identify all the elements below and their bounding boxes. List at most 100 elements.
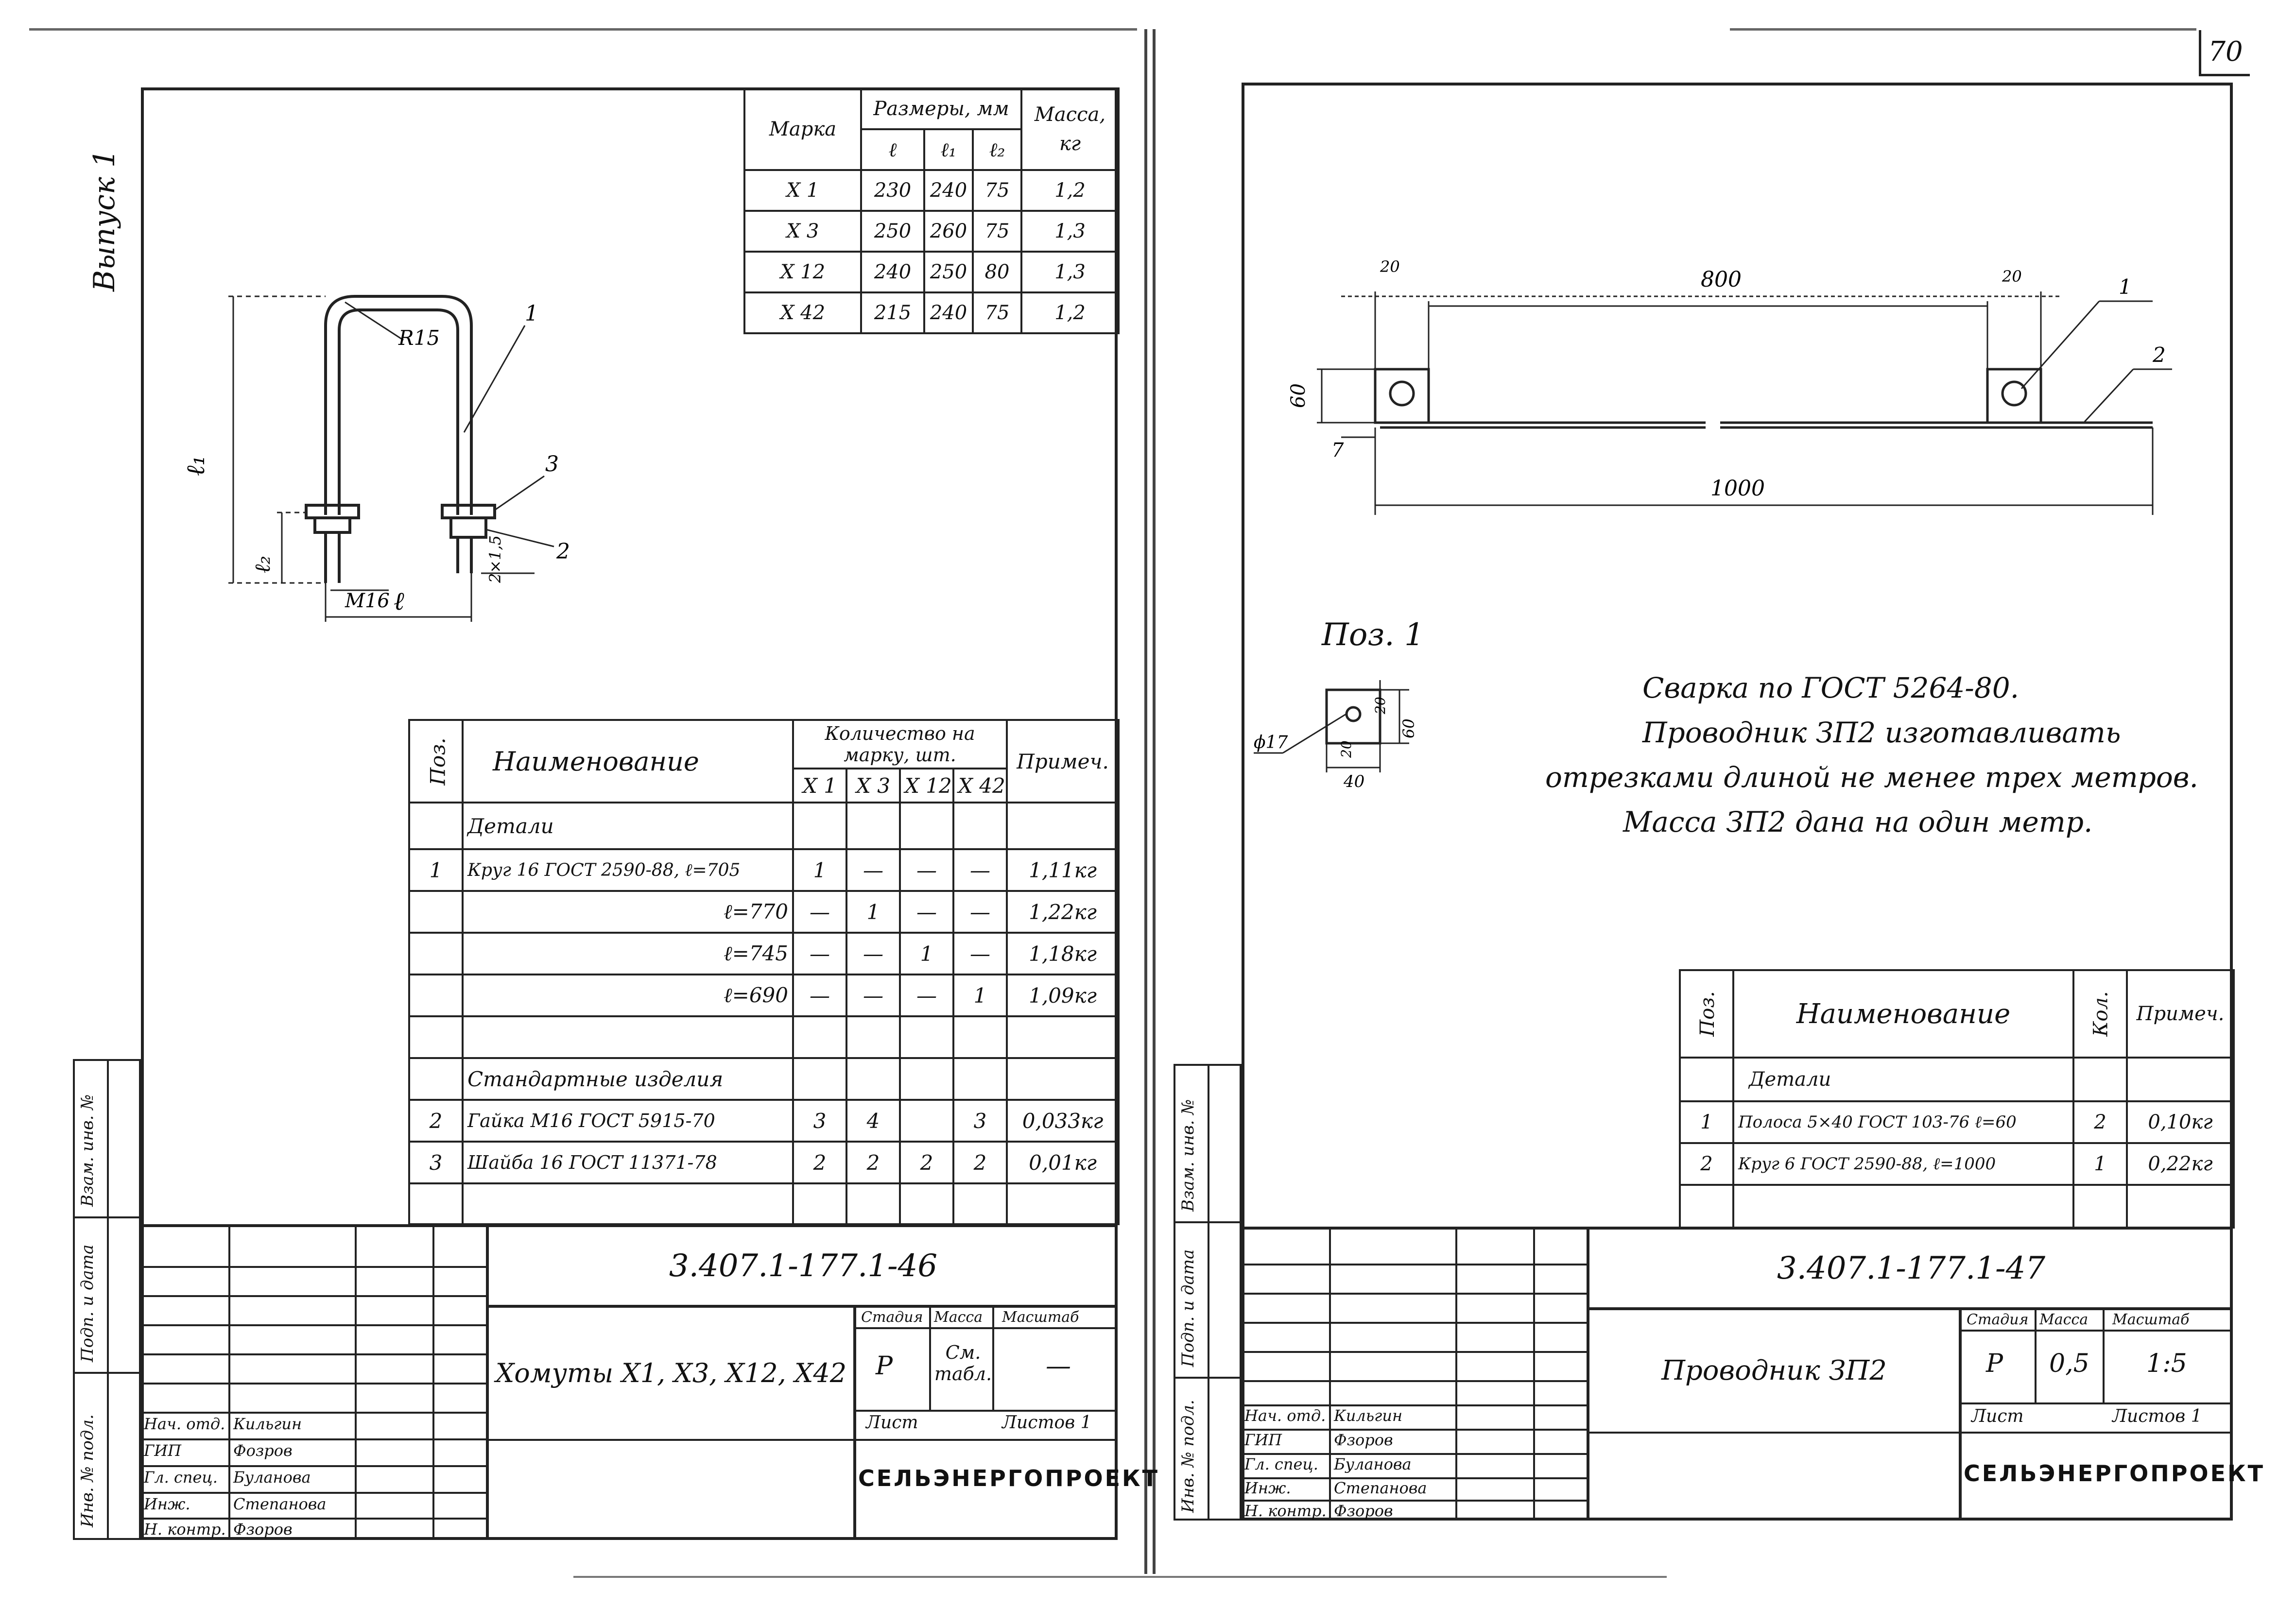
spec-header-x42: Х 42 [952, 768, 1008, 804]
spec-name: Стандартные изделия [462, 1057, 794, 1101]
notes: Сварка по ГОСТ 5264-80. Проводник ЗП2 из… [1545, 666, 2235, 844]
cell-l2: 75 [971, 210, 1023, 253]
top-edge-right [1730, 28, 2196, 31]
spec-q42 [952, 1057, 1008, 1101]
person-name: Степанова [233, 1495, 327, 1513]
spec-q3: 1 [846, 890, 901, 934]
label-tail: 2×1,5 [486, 535, 504, 583]
spec-header-pos-text: Поз. [426, 737, 450, 786]
spec-header-x1: Х 1 [792, 768, 847, 804]
person-role: Инж. [1244, 1479, 1291, 1497]
spec-pos: 3 [408, 1141, 464, 1184]
mass-value: 0,5 [2049, 1349, 2089, 1378]
spec-header-pos: Поз. [1679, 969, 1734, 1059]
spec-note: 0,033кг [1006, 1099, 1120, 1143]
cell-mark: Х 12 [743, 251, 862, 293]
sheet-label: Лист [1971, 1406, 2024, 1426]
person-role: Инж. [144, 1495, 190, 1513]
spec-pos [408, 974, 464, 1017]
spec-note: 0,22кг [2126, 1142, 2235, 1186]
spec-qty: 1 [2072, 1142, 2128, 1186]
scale-value: 1:5 [2146, 1349, 2187, 1378]
left-spec-table: Поз. Наименование Количество на марку, ш… [408, 719, 1120, 1225]
side-label-replace: Взам. инв. № [1178, 1099, 1198, 1212]
spec-q42: — [952, 890, 1008, 934]
spec-q3: 2 [846, 1141, 901, 1184]
conductor-drawing: 20 800 20 60 7 1000 1 2 [1287, 257, 2172, 515]
dim-800: 800 [1701, 267, 1742, 292]
scale-value: — [1046, 1351, 1071, 1381]
spec-name: Полоса 5×40 ГОСТ 103-76 ℓ=60 [1732, 1100, 2074, 1144]
person-name: Буланова [233, 1468, 311, 1487]
cell-mass: 1,3 [1020, 251, 1120, 293]
pos1-hole: ϕ17 [1254, 733, 1288, 752]
spec-pos [408, 1057, 464, 1101]
mass-label: Масса [934, 1309, 983, 1326]
table-row: 3 Шайба 16 ГОСТ 11371-78 2 2 2 2 0,01кг [408, 1141, 1120, 1184]
signature-grid: Нач. отд. Кильгин ГИП Фзоров Гл. спец. Б… [1242, 1230, 1589, 1521]
spec-note: 0,10кг [2126, 1100, 2235, 1144]
spec-q3 [846, 1057, 901, 1101]
person-name: Буланова [1334, 1455, 1412, 1473]
spec-name: Детали [1732, 1057, 2074, 1102]
spec-pos [408, 1015, 464, 1059]
spec-name: Круг 6 ГОСТ 2590-88, ℓ=1000 [1732, 1142, 2074, 1186]
page-number-box: 70 [2199, 30, 2250, 76]
person-name: Степанова [1334, 1479, 1427, 1497]
spec-header-pos: Поз. [408, 719, 464, 804]
spec-pos [1679, 1184, 1734, 1229]
cell-mass: 1,3 [1020, 210, 1120, 253]
right-spec-table: Поз. Наименование Кол. Примеч. Детали 1 … [1679, 969, 2235, 1229]
person-name: Фозров [233, 1441, 293, 1460]
spec-note [1006, 1057, 1120, 1101]
header-l1: ℓ₁ [923, 128, 974, 171]
person-role: Нач. отд. [1244, 1406, 1326, 1425]
dim-20-left: 20 [1380, 257, 1400, 276]
right-side-stamp: Взам. инв. № Подп. и дата Инв. № подл. [1174, 1064, 1242, 1521]
page-number: 70 [2208, 36, 2243, 68]
label-thread: M16 [345, 590, 390, 612]
cell-mark: Х 1 [743, 169, 862, 212]
label-pos2: 2 [2152, 343, 2166, 367]
spec-name: Шайба 16 ГОСТ 11371-78 [462, 1141, 794, 1184]
person-role: Гл. спец. [144, 1468, 218, 1487]
spec-q3 [846, 802, 901, 850]
spec-q42: 1 [952, 974, 1008, 1017]
pos1-dim-20: 20 [1372, 697, 1388, 715]
mass-value: См. табл. [934, 1342, 992, 1385]
table-row: 2 Круг 6 ГОСТ 2590-88, ℓ=1000 1 0,22кг [1679, 1142, 2235, 1186]
cell-mark: Х 42 [743, 291, 862, 334]
note-line: Масса ЗП2 дана на один метр. [1623, 805, 2093, 838]
spec-q3: — [846, 932, 901, 975]
stage-label: Стадия [1967, 1311, 2029, 1328]
spec-pos [408, 890, 464, 934]
person-role: ГИП [1244, 1431, 1282, 1449]
stage-value: Р [876, 1351, 893, 1381]
spec-pos [1679, 1057, 1734, 1102]
pos1-detail: ϕ17 60 20 20 40 [1254, 680, 1418, 791]
spec-pos: 1 [408, 848, 464, 892]
spec-q1 [792, 802, 847, 850]
spec-note: 0,01кг [1006, 1141, 1120, 1184]
spec-q1: 2 [792, 1141, 847, 1184]
cell-l1: 240 [923, 291, 974, 334]
spec-header-x12: Х 12 [899, 768, 954, 804]
header-l2: ℓ₂ [971, 128, 1023, 171]
cell-mass: 1,2 [1020, 169, 1120, 212]
table-row: ℓ=770 — 1 — — 1,22кг [408, 890, 1120, 934]
pos1-dim-40: 40 [1343, 772, 1364, 791]
spec-header-pos-text: Поз. [1696, 991, 1719, 1037]
table-row [1679, 1184, 2235, 1229]
label-l2: ℓ₂ [250, 556, 275, 573]
spec-q42: — [952, 932, 1008, 975]
label-pos1: 1 [2119, 275, 2132, 299]
person-role: Гл. спец. [1244, 1455, 1318, 1473]
spec-name [462, 1015, 794, 1059]
spec-name: ℓ=690 [462, 974, 794, 1017]
spec-pos [408, 802, 464, 850]
top-edge-left [29, 28, 1137, 31]
table-row: Детали [408, 802, 1120, 850]
header-l: ℓ [860, 128, 925, 171]
header-mark: Марка [743, 87, 862, 171]
doc-number: 3.407.1-177.1-47 [1589, 1230, 2233, 1310]
